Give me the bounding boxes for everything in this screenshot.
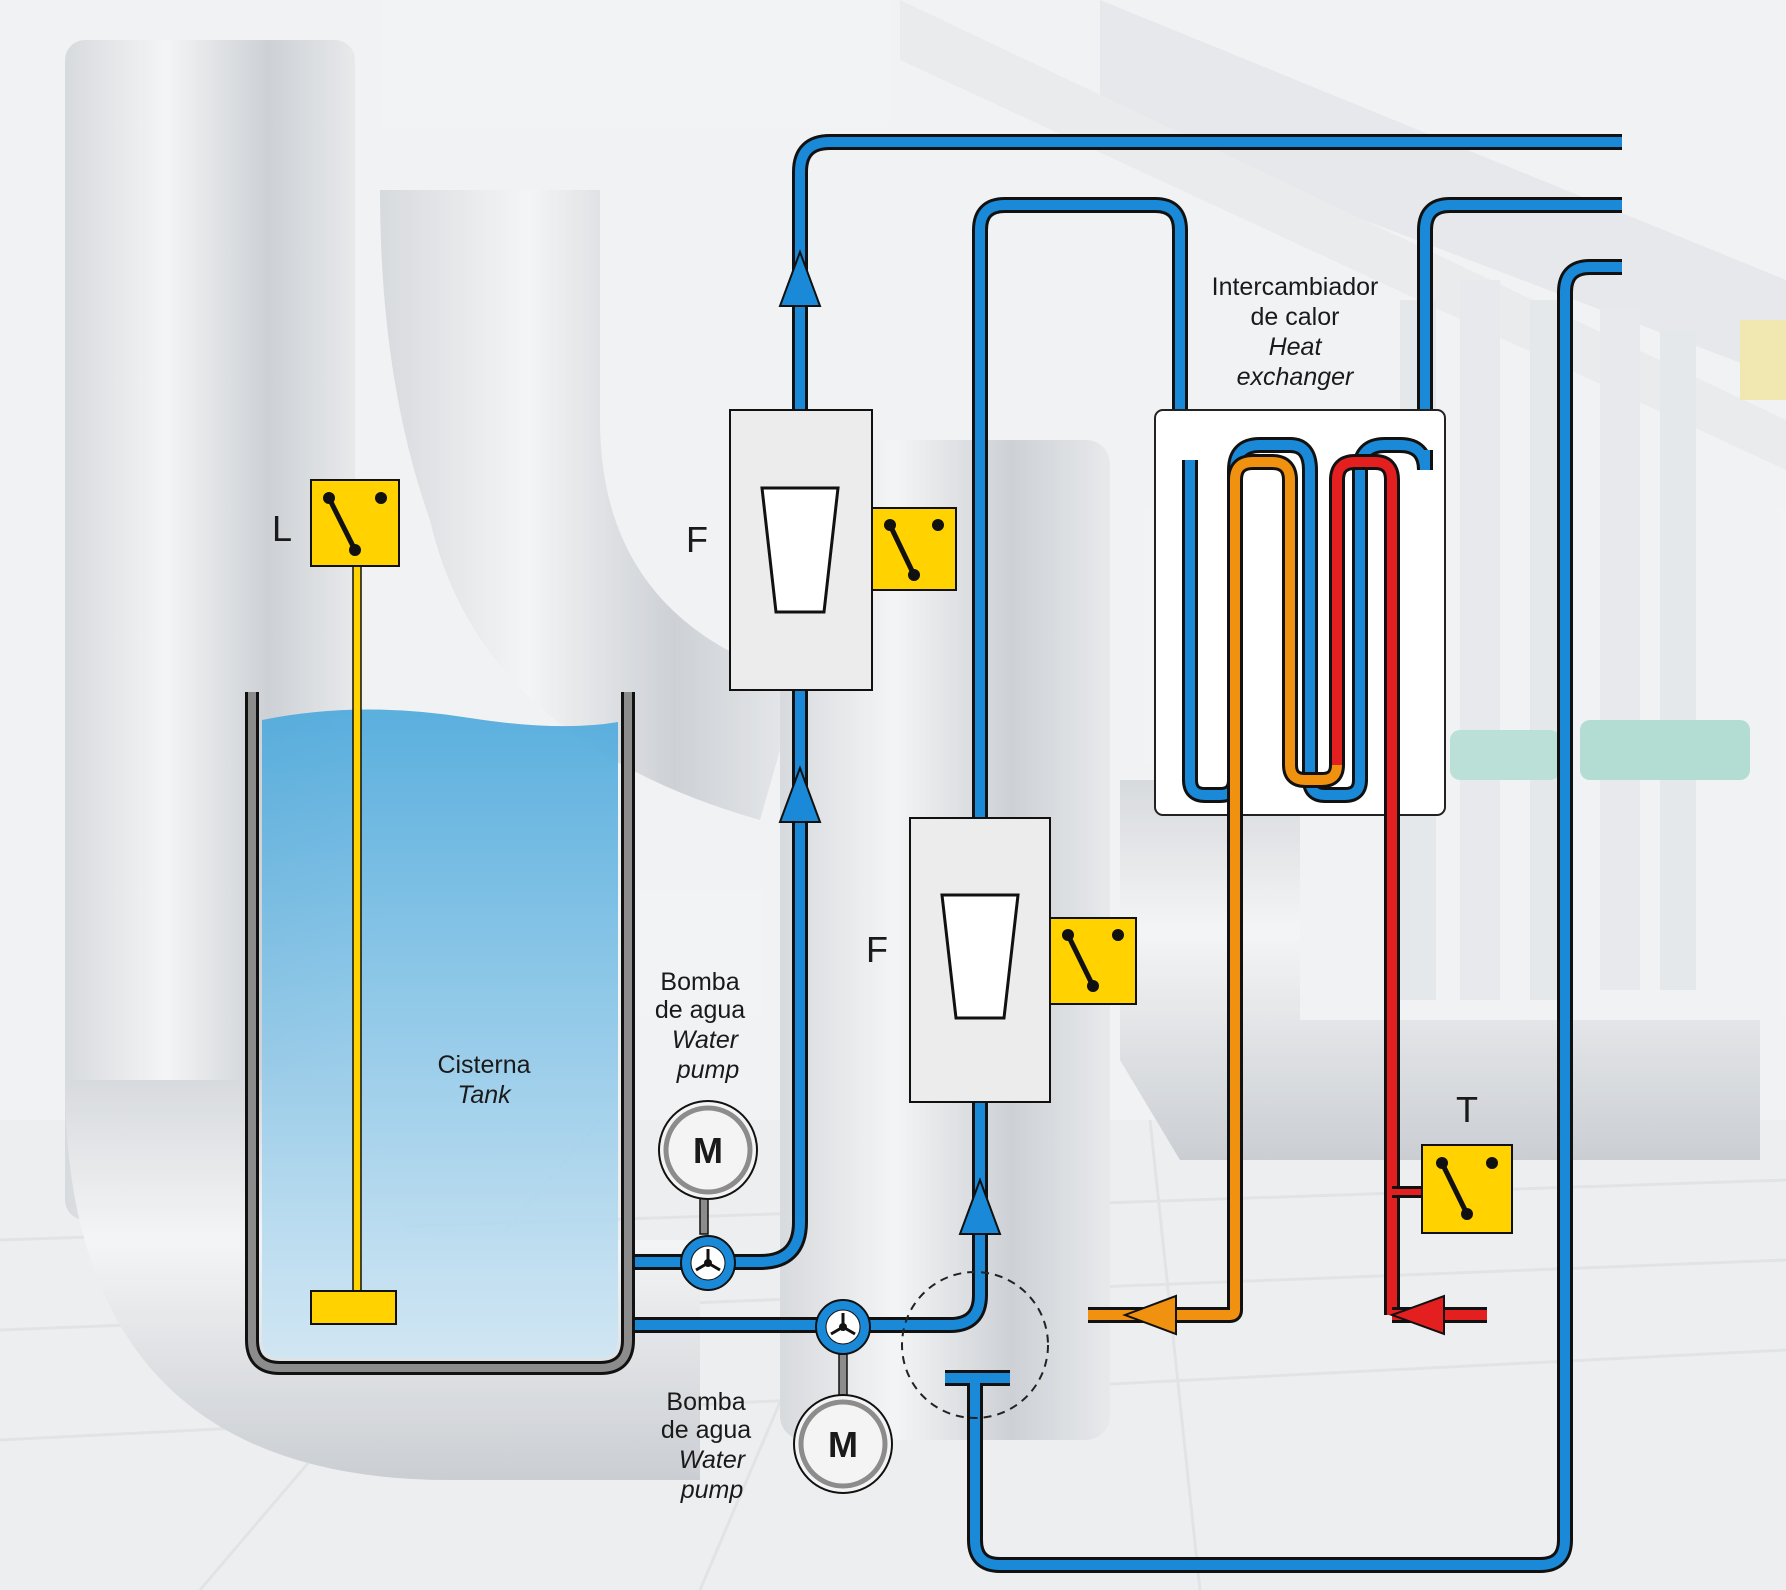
level-switch bbox=[310, 479, 400, 567]
temperature-switch bbox=[1421, 1144, 1513, 1234]
pump-bottom: M bbox=[793, 1299, 893, 1494]
pump-bottom-es-2: de agua bbox=[661, 1416, 751, 1444]
heating-circuit bbox=[1088, 1186, 1487, 1336]
flow-switch-top bbox=[729, 409, 957, 691]
pump-bottom-en-2: pump bbox=[680, 1476, 744, 1504]
connection-detail-circle bbox=[901, 1271, 1049, 1419]
motor-icon bbox=[793, 1394, 893, 1494]
flow-arrow-top-2 bbox=[778, 765, 822, 823]
level-float bbox=[310, 1290, 397, 1325]
pump-top-en-1: Water bbox=[672, 1026, 740, 1054]
heat-exchanger bbox=[1154, 409, 1446, 1315]
labels: L F F T Bomba de agua Water pump Bomba d… bbox=[272, 273, 1478, 1504]
flow-arrows bbox=[778, 249, 1002, 1235]
flow-switch-bottom-label: F bbox=[866, 929, 888, 970]
motor-icon bbox=[658, 1100, 758, 1200]
pump-bottom-en-1: Water bbox=[679, 1446, 747, 1474]
hx-label-es-1: Intercambiador bbox=[1212, 273, 1379, 301]
tank bbox=[245, 564, 635, 1375]
pump-top-motor-label: M bbox=[693, 1130, 723, 1171]
heat-exchanger-box bbox=[1154, 409, 1446, 816]
tank-water bbox=[262, 709, 618, 1358]
level-rod bbox=[352, 564, 362, 1298]
tank-label-es: Cisterna bbox=[437, 1051, 530, 1079]
pump-bottom-motor-label: M bbox=[828, 1424, 858, 1465]
flow-switch-top-label: F bbox=[686, 519, 708, 560]
flowmeter-bottom-glass bbox=[940, 893, 1020, 1020]
tank-label-en: Tank bbox=[457, 1081, 512, 1109]
warm-outlet-arrow bbox=[1122, 1294, 1177, 1336]
level-switch-label: L bbox=[272, 508, 292, 549]
pump-top-es-2: de agua bbox=[655, 996, 745, 1024]
flow-arrow-bottom bbox=[958, 1177, 1002, 1235]
hx-label-en-2: exchanger bbox=[1237, 363, 1355, 391]
flow-switch-bottom bbox=[909, 817, 1137, 1103]
pump-top-es-1: Bomba bbox=[660, 968, 739, 996]
temp-switch-label: T bbox=[1456, 1089, 1478, 1130]
hot-inlet-arrow bbox=[1389, 1294, 1445, 1336]
hx-label-es-2: de calor bbox=[1251, 303, 1340, 331]
pump-bottom-es-1: Bomba bbox=[666, 1388, 745, 1416]
flow-arrow-top-1 bbox=[778, 249, 822, 307]
flowmeter-top-glass bbox=[760, 486, 840, 614]
pump-top: M bbox=[658, 1100, 758, 1291]
hx-label-en-1: Heat bbox=[1269, 333, 1323, 361]
water-pipes bbox=[630, 134, 1622, 1573]
pump-top-en-2: pump bbox=[676, 1056, 740, 1084]
